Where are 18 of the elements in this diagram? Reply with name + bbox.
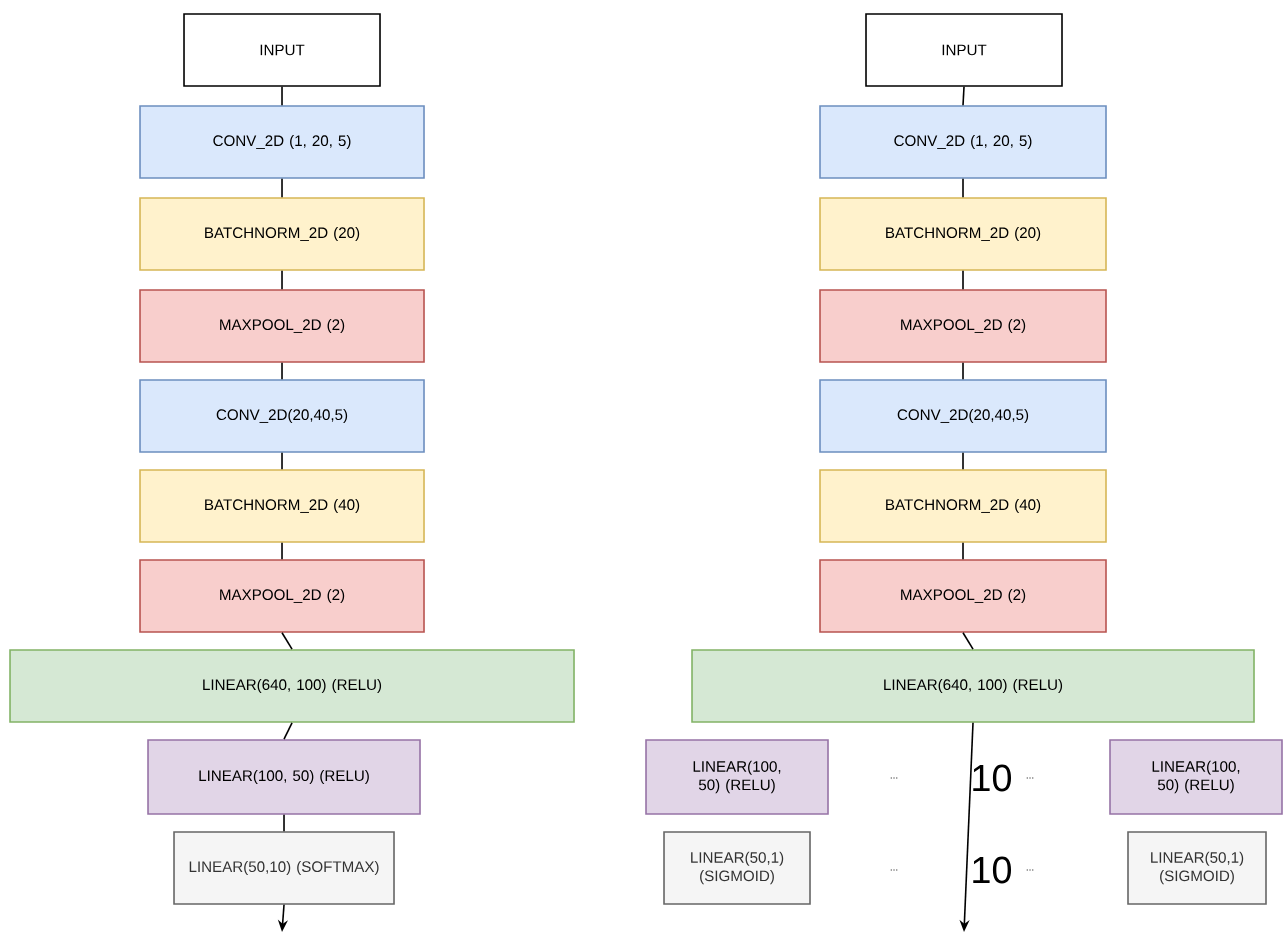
connector-line [962,178,964,198]
count-label: 10 [973,764,1011,792]
connector-line [962,361,964,380]
connector-line [281,451,283,470]
connector-line [962,542,964,560]
connector-line [962,451,964,470]
connector-line [962,86,965,106]
connector-line [283,722,293,740]
connector-line [281,86,283,106]
connector-line [281,270,283,290]
connector-line [962,270,964,290]
connector-line [281,361,283,380]
connector-line [962,632,974,650]
connector-line [281,178,283,198]
count-label: 10 [973,856,1011,884]
connector-line [281,542,283,560]
connector-line [281,632,293,650]
connector-line [283,814,285,832]
